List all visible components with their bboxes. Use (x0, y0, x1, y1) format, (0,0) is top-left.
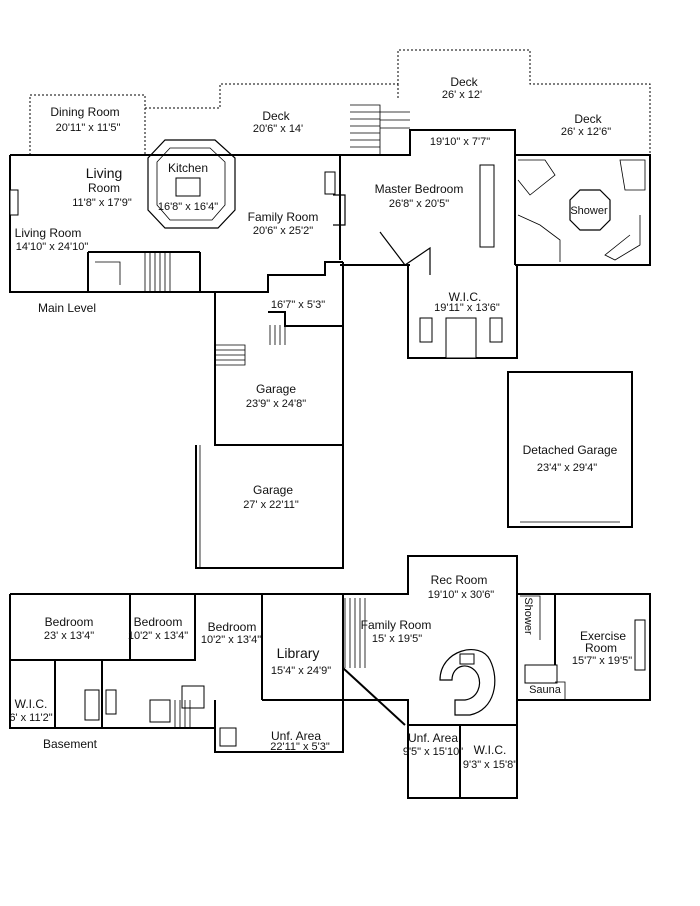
main-level-plan (9, 49, 651, 569)
stairs-deck (350, 104, 410, 155)
living-room-b-name: Living Room (15, 226, 82, 240)
exercise-room-name-2: Room (585, 641, 617, 655)
main-level-labels: Dining Room 20'11" x 11'5" Deck 20'6" x … (15, 75, 618, 511)
deck-west-dims: 20'6" x 14' (253, 123, 303, 135)
bedroom-2-dims: 10'2" x 13'4" (128, 630, 188, 642)
living-room-b-dims: 14'10" x 24'10" (16, 241, 89, 253)
exercise-room-name-1: Exercise (580, 629, 626, 643)
wic-name: W.I.C. (449, 290, 482, 304)
basement-family-room-name: Family Room (361, 618, 432, 632)
garage-a-dims: 23'9" x 24'8" (246, 398, 306, 410)
fireplaces (9, 171, 346, 226)
living-room-a-name-1: Living (86, 165, 123, 181)
sauna-name: Sauna (529, 684, 562, 696)
master-bath (517, 159, 646, 262)
deck-east-name: Deck (574, 112, 602, 126)
basement-plan (9, 555, 651, 799)
detached-garage-dims: 23'4" x 29'4" (537, 462, 597, 474)
bedroom-1-dims: 23' x 13'4" (44, 630, 94, 642)
unf-area-1-name: Unf. Area (271, 729, 321, 743)
sitting-area-dims: 19'10" x 7'7" (430, 136, 490, 148)
basement-section-label: Basement (43, 737, 98, 751)
basement-fixtures (84, 595, 646, 747)
family-room-name: Family Room (248, 210, 319, 224)
basement-labels: Bedroom 23' x 13'4" Bedroom 10'2" x 13'4… (9, 573, 632, 771)
basement-wic-name: W.I.C. (15, 697, 48, 711)
dining-room-name: Dining Room (50, 105, 119, 119)
dining-room-dims: 20'11" x 11'5" (56, 122, 121, 134)
shower-name: Shower (570, 205, 608, 217)
living-room-a-dims: 11'8" x 17'9" (72, 197, 132, 209)
closet-shelves (379, 164, 503, 359)
bedroom-1-name: Bedroom (45, 615, 94, 629)
rec-room-name: Rec Room (431, 573, 488, 587)
kitchen-island (147, 139, 236, 229)
kitchen-name: Kitchen (168, 161, 208, 175)
garage-a-name: Garage (256, 382, 296, 396)
basement-stairs (344, 598, 496, 716)
unf-area-1-dims: 22'11" x 5'3" (270, 741, 330, 753)
basement-wic-dims: 6' x 11'2" (9, 712, 52, 724)
basement-family-room-dims: 15' x 19'5" (372, 633, 422, 645)
living-room-a-name-2: Room (88, 181, 120, 195)
bedroom-3-dims: 10'2" x 13'4" (201, 634, 261, 646)
hall-dims: 16'7" x 5'3" (271, 299, 325, 311)
kitchen-dims: 16'8" x 16'4" (158, 201, 218, 213)
basement-walls (9, 555, 651, 799)
rec-room-dims: 19'10" x 30'6" (428, 589, 495, 601)
stairs-hall (215, 325, 286, 366)
wic-dims: 19'11" x 13'6" (434, 302, 500, 314)
garage-b-name: Garage (253, 483, 293, 497)
detached-garage-name: Detached Garage (523, 443, 618, 457)
family-room-dims: 20'6" x 25'2" (253, 225, 313, 237)
bedroom-3-name: Bedroom (208, 620, 257, 634)
unf-area-2-name: Unf. Area (408, 731, 458, 745)
deck-north-dims: 26' x 12' (442, 89, 482, 101)
main-level-walls (9, 129, 651, 569)
master-bedroom-dims: 26'8" x 20'5" (389, 198, 449, 210)
main-level-section-label: Main Level (38, 301, 96, 315)
deck-west-name: Deck (262, 109, 290, 123)
deck-east-dims: 26' x 12'6" (561, 126, 611, 138)
garage-b-dims: 27' x 22'11" (243, 499, 299, 511)
library-name: Library (277, 645, 320, 661)
exercise-room-dims: 15'7" x 19'5" (572, 655, 632, 667)
deck-north-name: Deck (450, 75, 478, 89)
library-dims: 15'4" x 24'9" (271, 665, 331, 677)
wic-2-name: W.I.C. (474, 743, 507, 757)
deck-outlines (29, 49, 651, 155)
stairs-utility (95, 252, 171, 292)
master-bedroom-name: Master Bedroom (375, 182, 464, 196)
bedroom-2-name: Bedroom (134, 615, 183, 629)
basement-shower-name: Shower (522, 597, 534, 635)
wic-2-dims: 9'3" x 15'8" (463, 759, 517, 771)
unf-area-2-dims: 9'5" x 15'10" (403, 746, 463, 758)
